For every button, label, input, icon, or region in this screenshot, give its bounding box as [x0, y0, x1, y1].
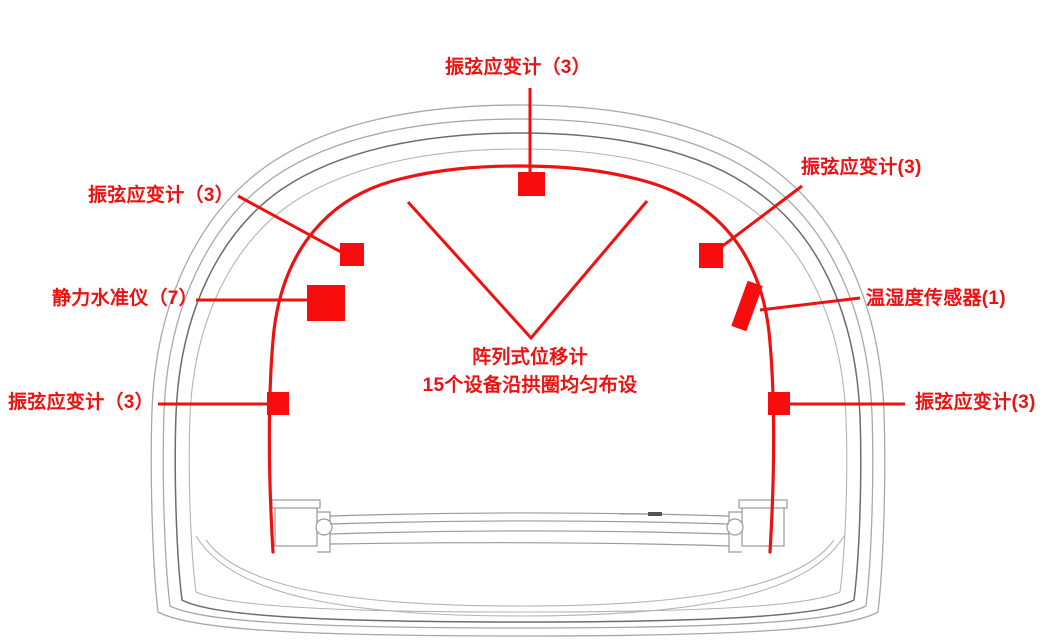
label-strain-gauge-upper-right: 振弦应变计(3): [801, 157, 922, 178]
road-line-4: [329, 542, 730, 547]
road-line-1: [329, 512, 730, 517]
right-drain-box: [741, 505, 785, 547]
marker-strain-gauge-crown: [518, 172, 545, 196]
lining-contour-third: [174, 132, 862, 623]
label-array-displacement-meter: 阵列式位移计 15个设备沿拱圈均匀布设: [330, 344, 730, 399]
left-drain-box: [274, 505, 318, 547]
roadway-structure: [271, 499, 788, 553]
marker-strain-gauge-upper-left: [340, 243, 364, 266]
marker-strain-gauge-upper-right: [699, 243, 723, 268]
invert-curve-upper: [205, 539, 835, 607]
leader-lines: [158, 88, 905, 406]
lining-contour-second: [162, 118, 874, 629]
label-hydrostatic-level: 静力水准仪（7）: [52, 288, 198, 309]
sensor-markers: [267, 172, 790, 415]
label-strain-gauge-lower-right: 振弦应变计(3): [915, 392, 1036, 413]
marker-hydrostatic-level: [307, 285, 345, 321]
road-line-2: [329, 520, 730, 525]
right-drain-box-cap: [738, 499, 788, 509]
invert-curve-lower: [195, 535, 845, 617]
leader-upper-right: [711, 184, 803, 256]
leader-array-displacement-v: [406, 200, 649, 341]
leader-temp-humidity: [759, 296, 861, 312]
road-line-3: [329, 530, 730, 535]
marker-temp-humidity-sensor: [731, 280, 763, 332]
road-marking-block: [648, 512, 662, 516]
label-strain-gauge-crown: 振弦应变计（3）: [445, 57, 591, 78]
left-drain-circle: [315, 518, 333, 536]
lining-contour-outer: [150, 104, 886, 637]
sensor-arch-ring: [267, 164, 776, 554]
left-drain-box-cap: [271, 499, 321, 509]
label-strain-gauge-upper-left: 振弦应变计（3）: [88, 185, 234, 206]
marker-strain-gauge-lower-left: [267, 392, 289, 415]
right-drain-circle: [726, 518, 744, 536]
array-displacement-line1: 阵列式位移计: [472, 347, 588, 368]
leader-upper-left: [237, 194, 353, 260]
marker-strain-gauge-lower-right: [768, 392, 790, 415]
array-displacement-line2: 15个设备沿拱圈均匀布设: [422, 374, 638, 396]
label-strain-gauge-lower-left: 振弦应变计（3）: [8, 392, 154, 413]
label-temp-humidity-sensor: 温湿度传感器(1): [866, 288, 1006, 309]
